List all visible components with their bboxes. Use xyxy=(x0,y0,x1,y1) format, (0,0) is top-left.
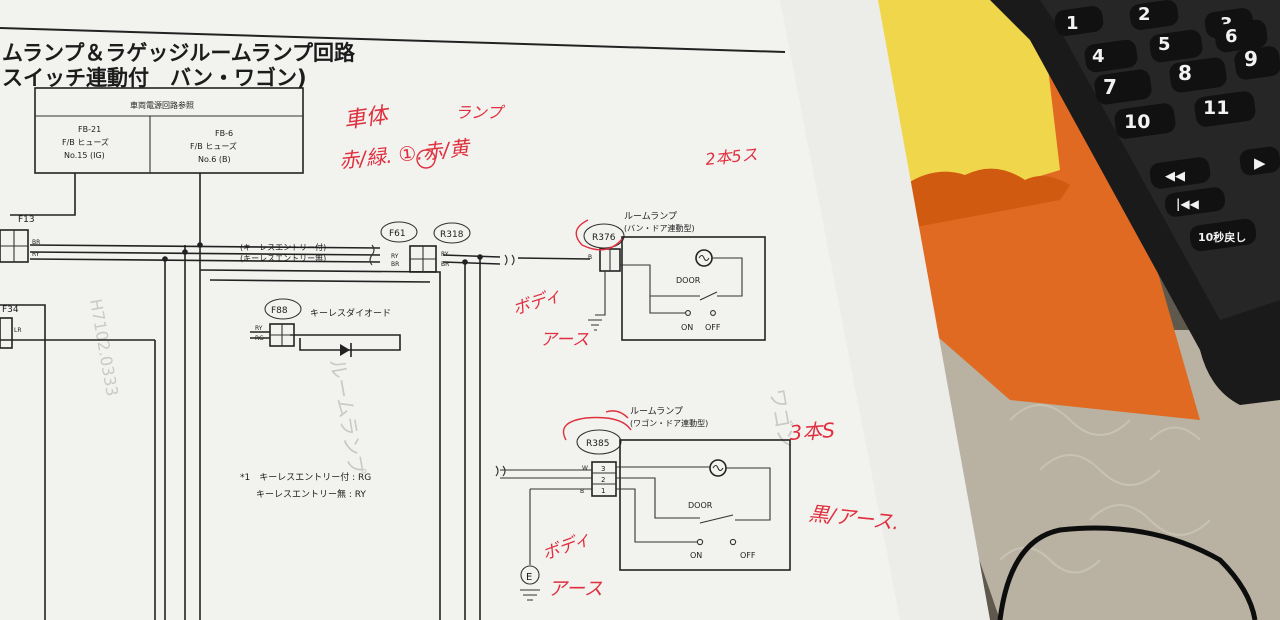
keyless-no-label: (キーレスエントリー無) xyxy=(240,253,326,263)
key-11: 11 xyxy=(1203,97,1229,119)
fuse-right-code: FB-6 xyxy=(215,129,233,138)
svg-text:1: 1 xyxy=(601,487,605,495)
remote-control: 1 2 3 4 5 6 7 8 9 10 11 ◀◀ ▶ |◀ xyxy=(990,0,1280,405)
cable xyxy=(997,525,1258,620)
svg-text:LR: LR xyxy=(14,327,22,334)
lamp-van-subtitle: (バン・ドア連動型) xyxy=(624,223,695,233)
note-earth: アース xyxy=(540,330,589,350)
wire-node xyxy=(162,256,168,262)
diagram-subtitle: スイッチ連動付 バン・ワゴン) xyxy=(2,66,307,90)
lamp-wagon-title: ルームランプ xyxy=(630,406,683,417)
earth-symbol: E xyxy=(526,572,532,583)
fuse-box-title: 車両電源回路参照 xyxy=(130,100,194,110)
svg-text:BR: BR xyxy=(441,261,449,268)
horizontal-wires xyxy=(29,244,591,620)
svg-text:2: 2 xyxy=(601,476,605,484)
svg-text:W: W xyxy=(582,465,588,472)
wire-break-mark xyxy=(511,254,515,266)
fuse-left-no: No.15 (IG) xyxy=(64,151,105,160)
key-5: 5 xyxy=(1158,34,1171,55)
note-three-pole: 3本S xyxy=(789,418,836,445)
f34-label: F34 xyxy=(2,305,19,315)
key-1: 1 xyxy=(1066,13,1079,34)
connector-f88: F88 RY RG キーレスダイオード xyxy=(255,298,391,357)
header-rule xyxy=(0,27,786,53)
room-lamp-van: R376 ルームランプ (バン・ドア連動型) B DOOR ON OFF xyxy=(583,211,766,341)
svg-text:BR: BR xyxy=(32,239,40,246)
fuse-right-name: F/B ヒューズ xyxy=(190,141,237,151)
svg-text:B: B xyxy=(580,488,584,495)
legend-line1: *1 キーレスエントリー付 : RG xyxy=(240,472,371,483)
lamp-van-title: ルームランプ xyxy=(624,211,677,222)
key-4: 4 xyxy=(1092,46,1105,67)
paper-sheet xyxy=(0,0,990,620)
lace-pattern xyxy=(999,404,1211,574)
fuse-right-no: No.6 (B) xyxy=(198,155,231,164)
back10-key: 10秒戻し xyxy=(1198,230,1246,244)
play-key: ▶ xyxy=(1254,154,1266,172)
wire-node xyxy=(477,254,483,260)
f61-label: F61 xyxy=(389,229,406,239)
note-earth2: アース xyxy=(548,578,603,600)
svg-text:B: B xyxy=(588,254,592,261)
wire-node xyxy=(182,249,188,255)
f88-label: F88 xyxy=(271,306,288,316)
diode-label: キーレスダイオード xyxy=(310,307,391,319)
yellow-folder-part xyxy=(870,0,1060,230)
room-lamp-wagon: R385 ルームランプ (ワゴン・ドア連動型) 3 2 1 W B DOOR O… xyxy=(495,406,791,601)
key-10: 10 xyxy=(1124,111,1150,133)
fuse-left-name: F/B ヒューズ xyxy=(62,137,109,147)
r376-label: R376 xyxy=(592,233,616,243)
lamp-wagon-subtitle: (ワゴン・ドア連動型) xyxy=(630,418,708,428)
key-9: 9 xyxy=(1244,47,1258,71)
fuse-box: 車両電源回路参照 FB-21 F/B ヒューズ No.15 (IG) FB-6 … xyxy=(34,87,304,174)
svg-text:3: 3 xyxy=(601,465,605,473)
skip-back-key: |◀◀ xyxy=(1176,197,1200,211)
note-lamp: ランプ xyxy=(455,103,506,122)
paper-shade xyxy=(780,0,990,620)
svg-text:BR: BR xyxy=(391,261,399,268)
r385-label: R385 xyxy=(586,439,609,449)
wire-break-mark xyxy=(369,244,375,266)
key-8: 8 xyxy=(1178,61,1192,85)
svg-text:RY: RY xyxy=(441,251,449,258)
svg-text:RG: RG xyxy=(255,335,264,342)
key-7: 7 xyxy=(1103,75,1117,99)
svg-text:RY: RY xyxy=(391,253,399,260)
svg-text:RY: RY xyxy=(255,325,263,332)
lamp-van-door: DOOR xyxy=(676,276,701,285)
wire-node xyxy=(197,242,203,248)
lamp-wagon-on: ON xyxy=(690,551,702,560)
wire-break-mark xyxy=(504,254,508,266)
connector-f34: F34 LR xyxy=(0,305,22,349)
legend-line2: キーレスエントリー無 : RY xyxy=(256,488,366,500)
sunset-graphic xyxy=(900,168,1070,230)
key-6: 6 xyxy=(1225,26,1238,47)
connector-f13: F13 BR RY xyxy=(0,215,40,263)
f13-label: F13 xyxy=(18,215,35,225)
wire-node xyxy=(462,259,468,265)
rewind-key: ◀◀ xyxy=(1165,169,1185,184)
fuse-left-code: FB-21 xyxy=(78,125,101,134)
keyless-yes-label: (キーレスエントリー付) xyxy=(240,242,326,252)
remote-keys: 1 2 3 4 5 6 7 8 9 10 11 ◀◀ ▶ |◀ xyxy=(1054,0,1280,252)
lamp-van-on: ON xyxy=(681,323,693,332)
lamp-van-off: OFF xyxy=(705,323,721,332)
diagram-title: ムランプ＆ラゲッジルームランプ回路 xyxy=(2,41,356,65)
r318-label: R318 xyxy=(440,230,464,240)
svg-text:RY: RY xyxy=(32,251,40,258)
lamp-wagon-door: DOOR xyxy=(688,501,713,510)
connector-f61: F61 R318 RY BR RY BR xyxy=(380,221,471,273)
lamp-wagon-off: OFF xyxy=(740,551,756,560)
key-2: 2 xyxy=(1138,4,1151,25)
